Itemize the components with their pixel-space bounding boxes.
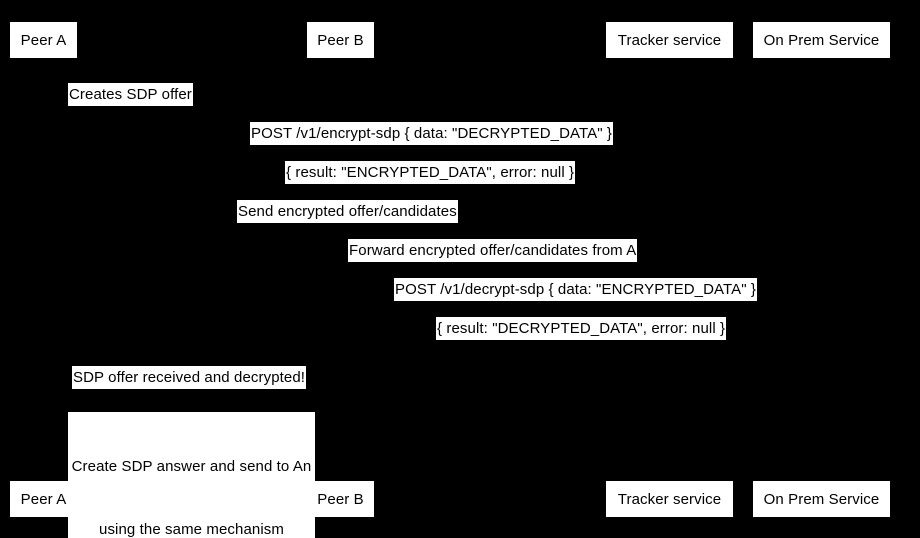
participant-header-peer-a-label: Peer A	[20, 31, 67, 49]
message-label-sdp-offer-received: SDP offer received and decrypted!	[72, 366, 307, 389]
participant-footer-tracker-service[interactable]: Tracker service	[606, 481, 733, 517]
participant-header-tracker-service-label: Tracker service	[617, 31, 722, 49]
lifeline-peer-b	[340, 58, 341, 481]
participant-header-peer-b[interactable]: Peer B	[307, 22, 374, 58]
participant-footer-on-prem-service-label: On Prem Service	[763, 490, 880, 508]
lifeline-peer-a	[43, 58, 44, 481]
participant-footer-peer-a[interactable]: Peer A	[10, 481, 77, 517]
participant-footer-on-prem-service[interactable]: On Prem Service	[753, 481, 890, 517]
message-label-post-decrypt-sdp: POST /v1/decrypt-sdp { data: "ENCRYPTED_…	[394, 278, 758, 301]
participant-footer-peer-b-label: Peer B	[317, 490, 364, 508]
participant-header-on-prem-service-label: On Prem Service	[763, 31, 880, 49]
message-label-creates-sdp-offer: Creates SDP offer	[68, 83, 193, 106]
message-label-create-sdp-answer-line-1: Create SDP answer and send to An	[71, 458, 312, 475]
message-label-decrypt-sdp-result: { result: "DECRYPTED_DATA", error: null …	[436, 317, 727, 340]
message-label-create-sdp-answer-line-2: using the same mechanism	[99, 521, 284, 538]
lifeline-tracker-service	[669, 58, 670, 481]
arrow-message-8	[340, 385, 440, 386]
participant-header-peer-a[interactable]: Peer A	[10, 22, 77, 58]
participant-footer-peer-b[interactable]: Peer B	[307, 481, 374, 517]
participant-header-on-prem-service[interactable]: On Prem Service	[753, 22, 890, 58]
message-label-forward-encrypted-offer: Forward encrypted offer/candidates from …	[348, 239, 638, 262]
participant-footer-peer-a-label: Peer A	[20, 490, 67, 508]
message-label-post-encrypt-sdp: POST /v1/encrypt-sdp { data: "DECRYPTED_…	[250, 122, 614, 145]
message-label-create-sdp-answer: Create SDP answer and send to An using t…	[68, 412, 315, 538]
message-label-encrypt-sdp-result: { result: "ENCRYPTED_DATA", error: null …	[285, 161, 576, 184]
lifeline-on-prem-service	[821, 58, 822, 481]
participant-footer-tracker-service-label: Tracker service	[617, 490, 722, 508]
message-label-send-encrypted-offer: Send encrypted offer/candidates	[237, 200, 458, 223]
participant-header-peer-b-label: Peer B	[317, 31, 364, 49]
participant-header-tracker-service[interactable]: Tracker service	[606, 22, 733, 58]
